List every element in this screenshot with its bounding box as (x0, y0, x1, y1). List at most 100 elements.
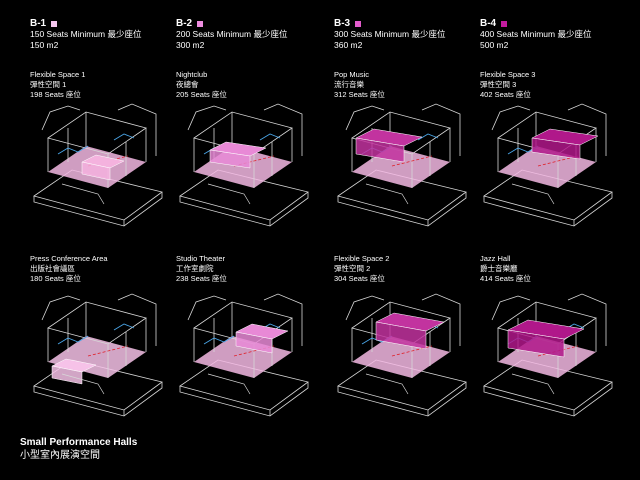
config-caption: Flexible Space 2 彈性空間 2 304 Seats 座位 (334, 254, 474, 284)
config-seats: 312 Seats 座位 (334, 90, 385, 99)
footer-subtitle: 小型室內展演空間 (20, 450, 100, 461)
floor-area: 360 m2 (334, 40, 363, 50)
program-block-side (375, 321, 427, 350)
seat-minimum: 150 Seats Minimum 最少座位 (30, 29, 142, 39)
roof-curve (491, 295, 531, 321)
floor-area: 500 m2 (480, 40, 509, 50)
program-block-side (507, 329, 565, 358)
base-edge (337, 382, 467, 417)
tower-outline (117, 293, 157, 346)
column-header-b2: B-2 200 Seats Minimum 最少座位 300 m2 (176, 18, 326, 51)
tower-outline (263, 293, 303, 346)
axonometric-model (179, 103, 309, 227)
axonometric-model (483, 293, 613, 417)
circulation-path (113, 133, 135, 141)
slab-path (365, 183, 409, 205)
color-swatch (355, 20, 362, 27)
roof-curve (41, 295, 81, 321)
config-caption: Pop Music 流行音樂 312 Seats 座位 (334, 70, 474, 100)
slab-path (207, 373, 251, 395)
config-name: Flexible Space 2 (334, 254, 390, 263)
circulation-path (417, 133, 439, 141)
config-seats: 414 Seats 座位 (480, 274, 531, 283)
column-header-b4: B-4 400 Seats Minimum 最少座位 500 m2 (480, 18, 630, 51)
circulation-path (57, 335, 89, 345)
slab-path (511, 183, 555, 205)
column-header-b3: B-3 300 Seats Minimum 最少座位 360 m2 (334, 18, 484, 51)
axonometric-model (33, 293, 163, 417)
roof-curve (41, 105, 81, 131)
axonometric-model (337, 103, 467, 227)
config-caption: Nightclub 夜總會 205 Seats 座位 (176, 70, 316, 100)
program-block-side (209, 149, 251, 169)
config-seats: 198 Seats 座位 (30, 90, 81, 99)
program-block-side (51, 365, 83, 385)
color-swatch (501, 20, 508, 27)
config-name: Jazz Hall (480, 254, 511, 263)
section-line (391, 155, 433, 167)
config-name-zh: 流行音樂 (334, 80, 364, 89)
circulation-path (57, 145, 89, 155)
base-edge (483, 192, 613, 227)
config-seats: 304 Seats 座位 (334, 274, 385, 283)
column-code: B-2 (176, 18, 193, 29)
config-name-zh: 工作室劇院 (176, 264, 214, 273)
config-name: Pop Music (334, 70, 370, 79)
config-name-zh: 彈性空間 1 (30, 80, 67, 89)
axonometric-model (483, 103, 613, 227)
config-name-zh: 爵士音樂廳 (480, 264, 518, 273)
roof-curve (187, 295, 227, 321)
column-code: B-1 (30, 18, 47, 29)
seat-minimum: 200 Seats Minimum 最少座位 (176, 29, 288, 39)
config-name: Flexible Space 3 (480, 70, 536, 79)
config-name-zh: 彈性空間 2 (334, 264, 371, 273)
circulation-path (113, 323, 135, 331)
config-caption: Press Conference Area 出版社會議區 180 Seats 座… (30, 254, 170, 284)
roof-frame (47, 301, 147, 345)
config-caption: Flexible Space 3 彈性空間 3 402 Seats 座位 (480, 70, 620, 100)
tower-outline (117, 103, 157, 156)
footer-title: Small Performance Halls (20, 437, 138, 448)
seat-minimum: 400 Seats Minimum 最少座位 (480, 29, 592, 39)
tower-outline (421, 103, 461, 156)
section-line (87, 345, 129, 357)
axonometric-model (179, 293, 309, 417)
roof-curve (345, 105, 385, 131)
floor-area: 300 m2 (176, 40, 205, 50)
roof-curve (491, 105, 531, 131)
axonometric-model (33, 103, 163, 227)
config-seats: 402 Seats 座位 (480, 90, 531, 99)
column-code: B-3 (334, 18, 351, 29)
slab-path (511, 373, 555, 395)
base-edge (33, 192, 163, 227)
tower-outline (567, 103, 607, 156)
config-name-zh: 夜總會 (176, 80, 199, 89)
config-seats: 238 Seats 座位 (176, 274, 227, 283)
config-caption: Flexible Space 1 彈性空間 1 198 Seats 座位 (30, 70, 170, 100)
program-block-side (355, 137, 405, 163)
config-seats: 205 Seats 座位 (176, 90, 227, 99)
config-name: Flexible Space 1 (30, 70, 86, 79)
section-line (233, 345, 275, 357)
tower-outline (567, 293, 607, 346)
slab-path (365, 373, 409, 395)
circulation-path (259, 133, 281, 141)
config-seats: 180 Seats 座位 (30, 274, 81, 283)
program-block-side (531, 137, 581, 160)
config-name: Press Conference Area (30, 254, 108, 263)
roof-frame (47, 111, 147, 155)
floor-area: 150 m2 (30, 40, 59, 50)
slab-path (61, 373, 105, 395)
section-line (391, 345, 433, 357)
config-name: Studio Theater (176, 254, 226, 263)
tower-outline (421, 293, 461, 346)
tower-outline (263, 103, 303, 156)
config-name: Nightclub (176, 70, 208, 79)
program-block-side (235, 331, 273, 354)
config-caption: Studio Theater 工作室劇院 238 Seats 座位 (176, 254, 316, 284)
config-name-zh: 彈性空間 3 (480, 80, 517, 89)
roof-curve (345, 295, 385, 321)
base-edge (337, 192, 467, 227)
footer-title-block: Small Performance Halls 小型室內展演空間 (20, 436, 137, 462)
base-edge (179, 382, 309, 417)
